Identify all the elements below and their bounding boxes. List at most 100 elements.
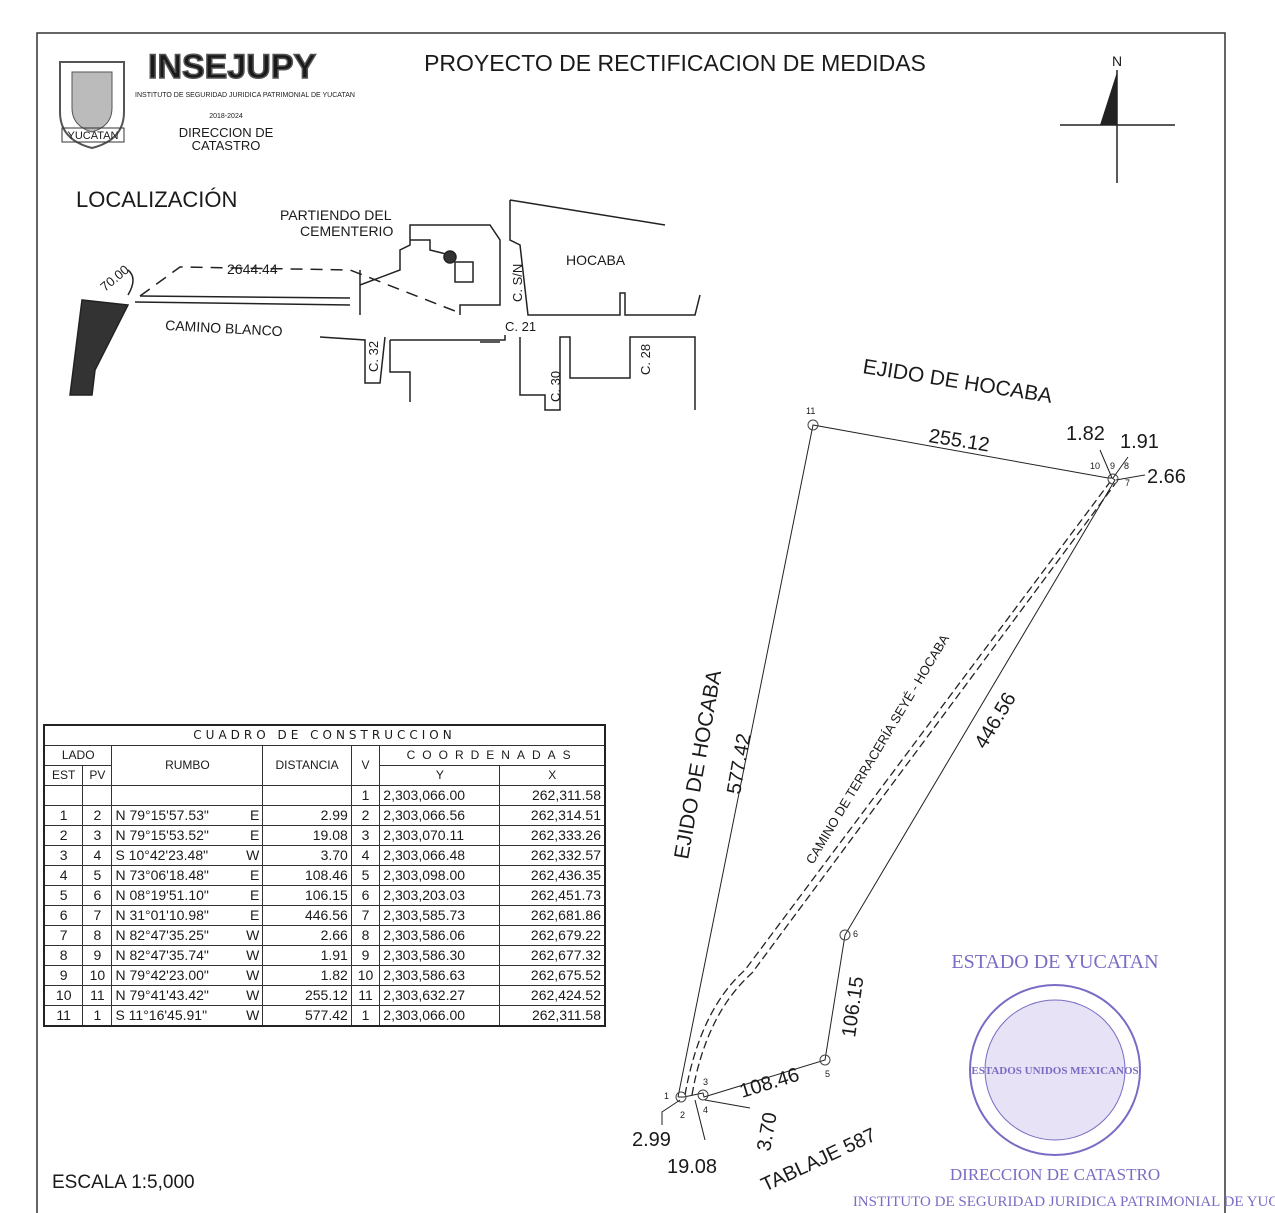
vertex-10: 10 (1090, 461, 1100, 471)
cell-x: 262,681.86 (499, 905, 606, 926)
vertex-4: 4 (703, 1105, 708, 1115)
cell-distancia: 2.99 (262, 805, 352, 826)
cell-rumbo-angle: N 79°15'57.53" (115, 807, 209, 823)
cell-v: 9 (350, 945, 381, 966)
cell-pv: 4 (82, 845, 113, 866)
vertex-8: 8 (1124, 461, 1129, 471)
offset-label: 70.00 (97, 262, 132, 294)
cell-rumbo-dir: W (246, 847, 260, 863)
cell-est: 5 (43, 885, 84, 906)
cell-rumbo-dir: W (246, 967, 260, 983)
side-10-11-length: 255.12 (927, 425, 991, 456)
table-row-initial: 1 2,303,066.00 262,311.58 (43, 785, 606, 806)
side-1-2-length: 2.99 (632, 1129, 671, 1151)
north-arrow-icon: N (1060, 53, 1175, 183)
cell-y: 2,303,203.03 (379, 885, 501, 906)
cell-v: 2 (350, 805, 381, 826)
cell-x: 262,311.58 (499, 1005, 606, 1027)
side-3-4-length: 3.70 (753, 1111, 781, 1153)
cell-x: 262,333.26 (499, 825, 606, 846)
cell-v: 8 (350, 925, 381, 946)
location-map: LOCALIZACIÓN PARTIENDO DEL CEMENTERIO 26… (69, 187, 701, 411)
cell-distancia: 1.91 (262, 945, 352, 966)
side-2-3-length: 19.08 (667, 1156, 717, 1178)
cell-pv: 7 (82, 905, 113, 926)
cell-rumbo-dir: W (246, 987, 260, 1003)
direction-line1: DIRECCION DE (179, 125, 274, 140)
cell-y: 2,303,098.00 (379, 865, 501, 886)
cell-y: 2,303,632.27 (379, 985, 501, 1006)
cell-x: 262,436.35 (499, 865, 606, 886)
cell-rumbo: N 82°47'35.74"W (111, 945, 264, 966)
cell-pv: 10 (82, 965, 113, 986)
cell-pv: 5 (82, 865, 113, 886)
cell-est: 4 (43, 865, 84, 886)
cell-rumbo: N 79°15'57.53"E (111, 805, 264, 826)
street-21: C. 21 (505, 319, 536, 334)
side-5-6-length: 106.15 (838, 975, 868, 1039)
side-7-8-length: 2.66 (1147, 466, 1186, 488)
table-title: CUADRO DE CONSTRUCCION (43, 724, 606, 746)
west-neighbor-label: EJIDO DE HOCABA (670, 668, 726, 860)
cell-est: 1 (43, 805, 84, 826)
cell-x: 262,679.22 (499, 925, 606, 946)
cell-v: 7 (350, 905, 381, 926)
cell-x: 262,332.57 (499, 845, 606, 866)
cell-x: 262,677.32 (499, 945, 606, 966)
cell-x: 262,311.58 (499, 785, 606, 806)
cell-y: 2,303,586.30 (379, 945, 501, 966)
cell-rumbo-dir: W (246, 1007, 260, 1023)
cell-y: 2,303,070.11 (379, 825, 501, 846)
header-coordenadas: COORDENADAS (379, 745, 606, 766)
cell-rumbo-dir: W (246, 927, 260, 943)
stamp-top-text: ESTADO DE YUCATAN (951, 951, 1158, 973)
vertex-9: 9 (1110, 461, 1115, 471)
cell-y: 2,303,585.73 (379, 905, 501, 926)
direction-line2: CATASTRO (192, 138, 261, 153)
cell-v: 4 (350, 845, 381, 866)
cell-rumbo: N 79°15'53.52"E (111, 825, 264, 846)
cell-pv: 9 (82, 945, 113, 966)
location-title: LOCALIZACIÓN (76, 187, 237, 212)
page-border (36, 32, 1226, 1213)
side-11-1-length: 577.42 (723, 732, 755, 796)
side-6-7-length: 446.56 (970, 689, 1020, 753)
cell-rumbo-dir: E (250, 867, 260, 883)
cell-rumbo-angle: N 79°41'43.42" (115, 987, 209, 1003)
cell-distancia: 3.70 (262, 845, 352, 866)
street-sn: C. S/N (510, 264, 525, 302)
institute-name: INSTITUTO DE SEGURIDAD JURIDICA PATRIMON… (135, 92, 355, 99)
cell-distancia: 2.66 (262, 925, 352, 946)
cell-est: 9 (43, 965, 84, 986)
cell-rumbo: N 79°42'23.00"W (111, 965, 264, 986)
cell-rumbo: N 79°41'43.42" W (111, 985, 264, 1006)
leader-lines (661, 449, 1146, 1141)
dirt-road (684, 481, 1116, 1096)
cell-pv: 3 (82, 825, 113, 846)
cell-distancia: 106.15 (262, 885, 352, 906)
header-pv: PV (82, 765, 113, 786)
vertex-3: 3 (703, 1077, 708, 1087)
vertex-7: 7 (1125, 478, 1130, 488)
cell-rumbo: N 31°01'10.98"E (111, 905, 264, 926)
cell-y: 2,303,066.00 (379, 1005, 501, 1027)
cell-y: 2,303,586.63 (379, 965, 501, 986)
street-32: C. 32 (366, 341, 381, 372)
cell-rumbo: N 82°47'35.25" W (111, 925, 264, 946)
cell-v: 11 (350, 985, 381, 1006)
cell-distancia: 577.42 (262, 1005, 352, 1027)
official-stamp: ESTADO DE YUCATAN ESTADOS UNIDOS MEXICAN… (853, 951, 1275, 1210)
cell-pv: 8 (82, 925, 113, 946)
side-8-9-length: 1.91 (1120, 431, 1159, 453)
cell-pv: 6 (82, 885, 113, 906)
cell-rumbo-angle: N 82°47'35.25" (115, 927, 209, 943)
cell-distancia: 446.56 (262, 905, 352, 926)
north-neighbor-label: EJIDO DE HOCABA (861, 355, 1054, 408)
cell-est: 8 (43, 945, 84, 966)
